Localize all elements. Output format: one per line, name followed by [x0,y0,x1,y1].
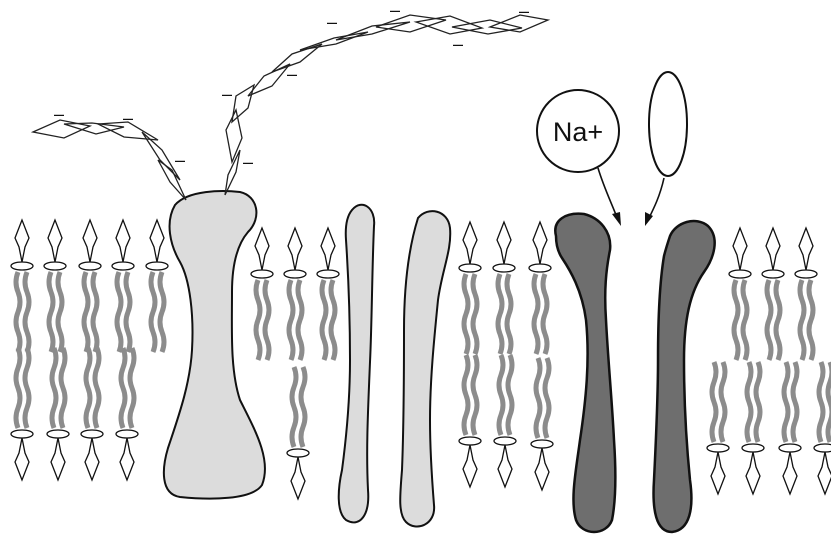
pore-protein-right-half [400,211,450,526]
lipid-molecule [116,348,138,480]
ion-channel-left-half [555,214,615,532]
negative-charge: – [123,108,133,128]
oligosaccharide-chain-left [33,120,186,200]
negative-charge: – [54,104,64,124]
molecule-entry-arrow [645,178,664,226]
ion-entry-arrow [598,168,621,226]
lipid-molecule [81,348,103,480]
lipid-molecule [729,228,751,360]
lipid-molecule [287,367,309,499]
negative-charge: – [453,34,463,54]
lipid-molecule [779,362,801,494]
pore-protein-left-half [339,205,374,523]
negative-charge: – [222,84,232,104]
lipid-molecule [11,220,33,352]
glycoprotein [164,191,265,498]
lipid-molecule [47,348,69,480]
negative-charge: – [175,150,185,170]
lipid-molecule [531,358,553,490]
lipid-molecule [459,355,481,487]
lipid-molecule [79,220,101,352]
lipid-molecule [529,222,551,354]
lipid-molecule [493,222,515,354]
lipid-molecule [795,228,817,360]
lipid-molecule [317,228,339,360]
lipid-molecule [112,220,134,352]
negative-charge: – [390,0,400,20]
lipid-molecule [494,355,516,487]
lipid-molecule [251,228,273,360]
lipid-molecule [742,362,764,494]
lipid-molecule [44,220,66,352]
lipid-molecule [762,228,784,360]
lipid-molecule [11,348,33,480]
negative-charge: – [327,12,337,32]
sodium-ion-label: Na+ [553,117,603,147]
lipid-molecule [146,220,168,352]
negative-charge: – [519,1,529,21]
oligosaccharide-chain-right [225,15,548,195]
sodium-ion: Na+ [537,90,619,172]
negative-charge: – [243,152,253,172]
lipid-molecule [707,362,729,494]
neutral-molecule [649,72,687,176]
lipid-molecule [814,362,831,494]
lipid-molecule [284,228,306,360]
negative-charge: – [287,64,297,84]
lipid-molecule [459,222,481,354]
ion-channel-right-half [654,221,715,532]
